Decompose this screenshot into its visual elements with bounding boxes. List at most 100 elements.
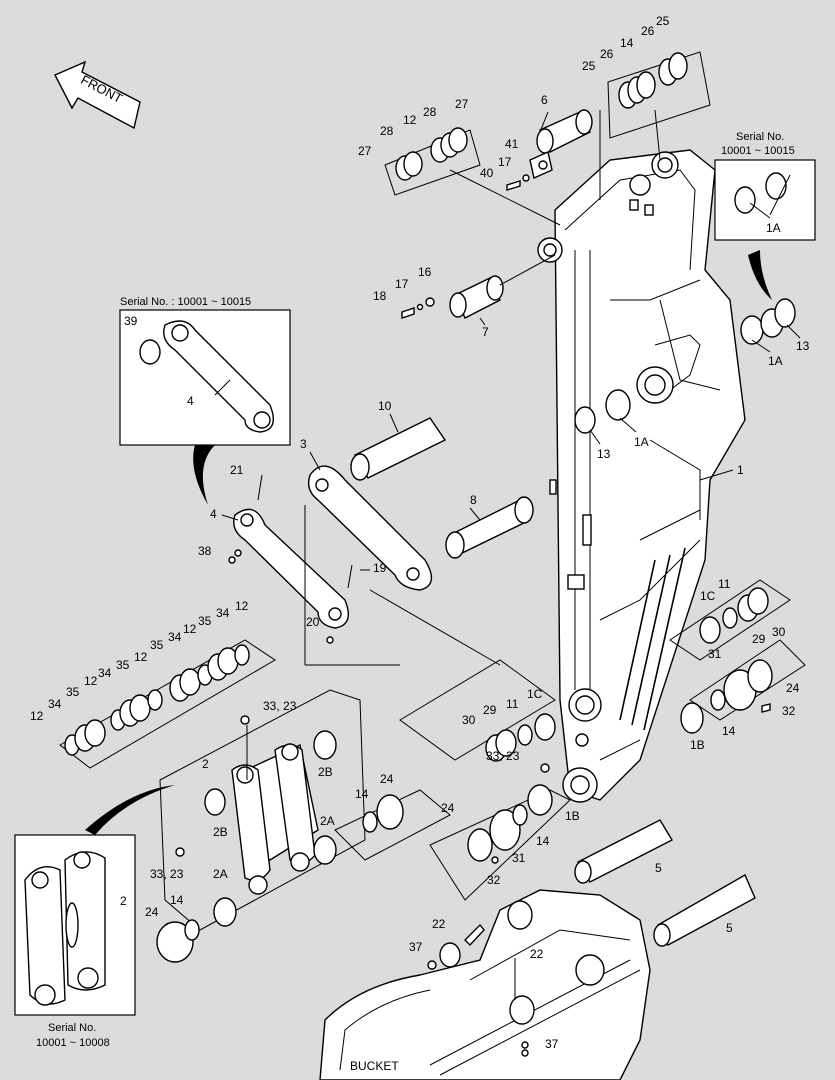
- callout-14-center: 14: [355, 787, 369, 801]
- bucket: BUCKET: [319, 889, 651, 1080]
- callout-2-box: 2: [120, 894, 127, 908]
- callout-2A-right: 2A: [320, 814, 335, 828]
- pins-links-center: [228, 417, 534, 666]
- callout-2B-left: 2B: [213, 825, 228, 839]
- callout-14-right: 14: [722, 724, 736, 738]
- callout-33-23-left: 33, 23: [150, 867, 184, 881]
- callout-13-center: 13: [597, 447, 611, 461]
- callout-34-s4: 34: [216, 606, 230, 620]
- callout-17-mid: 17: [395, 277, 409, 291]
- callout-31-lower: 31: [512, 851, 526, 865]
- callout-12-s5: 12: [235, 599, 249, 613]
- serial-bottom-left-line1: Serial No.: [48, 1022, 96, 1034]
- callout-12-s2: 12: [84, 674, 98, 688]
- callout-14-top: 14: [620, 36, 634, 50]
- callout-31-right: 31: [708, 647, 722, 661]
- washer-stack-top-right: [599, 51, 711, 200]
- callout-4-link: 4: [210, 507, 217, 521]
- callout-30-right: 30: [772, 625, 786, 639]
- callout-12-s4: 12: [183, 622, 197, 636]
- callout-24-center: 24: [380, 772, 394, 786]
- serial-box-link: Serial No. : 10001 ~ 10015: [119, 296, 291, 505]
- callout-1A-right: 1A: [768, 354, 783, 368]
- pin-7: [401, 254, 556, 319]
- callout-17-top: 17: [498, 155, 512, 169]
- callout-1A-box: 1A: [766, 221, 781, 235]
- callout-35-s2: 35: [116, 658, 130, 672]
- callout-35-s1: 35: [66, 685, 80, 699]
- callout-2-center: 2: [202, 757, 209, 771]
- serial-box-bottom-left: Serial No. 10001 ~ 10008: [14, 785, 175, 1049]
- rings-14-24-bottom: [156, 919, 200, 963]
- bucket-label: BUCKET: [350, 1059, 399, 1073]
- callout-34-s2: 34: [98, 666, 112, 680]
- callout-25-top: 25: [656, 14, 670, 28]
- callout-2A-left: 2A: [213, 867, 228, 881]
- h-link-2-center: [159, 689, 366, 931]
- pin-6: [536, 109, 593, 154]
- callout-22-top: 22: [432, 917, 446, 931]
- serial-top-right-line1: Serial No.: [736, 131, 784, 143]
- callout-27-left: 27: [358, 144, 372, 158]
- callout-32-lower: 32: [487, 873, 501, 887]
- callout-19: 19: [373, 561, 387, 575]
- callout-1C-mid: 1C: [527, 687, 543, 701]
- callout-40: 40: [480, 166, 494, 180]
- callout-13-right: 13: [796, 339, 810, 353]
- callout-34-s1: 34: [48, 697, 62, 711]
- plate-41: [506, 151, 553, 191]
- rings-14-24-center: [334, 789, 451, 861]
- callout-22-bottom: 22: [530, 947, 544, 961]
- serial-link-text: Serial No. : 10001 ~ 10015: [120, 296, 251, 308]
- callout-24-lower: 24: [441, 801, 455, 815]
- callout-labels: 25 26 14 26 25 6 28 12 28 27 27 41 17 40…: [30, 14, 810, 1051]
- callout-26-top: 26: [641, 24, 655, 38]
- leader-lines: [214, 111, 801, 571]
- callout-1B-lower: 1B: [565, 809, 580, 823]
- callout-29-mid: 29: [483, 703, 497, 717]
- callout-25-mid: 25: [582, 59, 596, 73]
- callout-21: 21: [230, 463, 244, 477]
- ring-group-lower: [429, 784, 571, 901]
- callout-29-right: 29: [752, 632, 766, 646]
- serial-box-top-right: Serial No. 10001 ~ 10015: [714, 131, 816, 300]
- callout-3: 3: [300, 437, 307, 451]
- callout-37-bottom: 37: [545, 1037, 559, 1051]
- washer-stack-left: [59, 639, 276, 769]
- callout-12-left: 12: [403, 113, 417, 127]
- arm-assembly: [537, 149, 746, 803]
- callout-35-s3: 35: [150, 638, 164, 652]
- pins-5: [574, 819, 756, 947]
- callout-4-box: 4: [187, 394, 194, 408]
- washer-stack-top-left: [384, 127, 561, 226]
- washer-stack-right: [669, 579, 806, 734]
- callout-27-right: 27: [455, 97, 469, 111]
- callout-30-mid: 30: [462, 713, 476, 727]
- callout-7: 7: [482, 325, 489, 339]
- callout-18: 18: [373, 289, 387, 303]
- callout-34-s3: 34: [168, 630, 182, 644]
- callout-33-23-top: 33, 23: [263, 699, 297, 713]
- callout-38: 38: [198, 544, 212, 558]
- callout-28-left: 28: [380, 124, 394, 138]
- callout-24-bottom: 24: [145, 905, 159, 919]
- callout-1: 1: [737, 463, 744, 477]
- callout-37-top: 37: [409, 940, 423, 954]
- callout-24-right: 24: [786, 681, 800, 695]
- callout-2B-right: 2B: [318, 765, 333, 779]
- callout-1A-center: 1A: [634, 435, 649, 449]
- callout-20: 20: [306, 615, 320, 629]
- serial-top-right-line2: 10001 ~ 10015: [721, 145, 795, 157]
- callout-14-lower: 14: [536, 834, 550, 848]
- callout-35-s4: 35: [198, 614, 212, 628]
- callout-39: 39: [124, 314, 138, 328]
- callout-28-right: 28: [423, 105, 437, 119]
- callout-5-top: 5: [655, 861, 662, 875]
- callout-11-mid: 11: [506, 697, 519, 711]
- callout-5-bottom: 5: [726, 921, 733, 935]
- washer-stack-lower-middle: [399, 659, 589, 773]
- callout-32-right: 32: [782, 704, 796, 718]
- callout-33-23-mid: 33, 23: [486, 749, 520, 763]
- callout-11-right: 11: [718, 577, 731, 591]
